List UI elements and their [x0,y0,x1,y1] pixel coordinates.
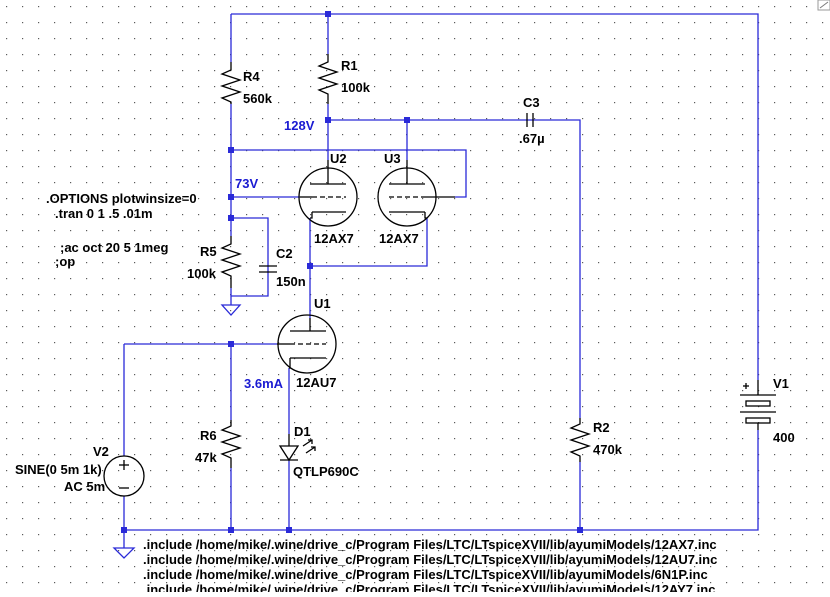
directive-op: ;op [55,254,75,269]
ground-symbol-v2 [112,547,136,559]
directive-options: .OPTIONS plotwinsize=0 [46,191,197,206]
voltage-source-v1[interactable] [740,380,776,430]
label-v2-value-line2: AC 5m [64,479,105,494]
label-r4-ref: R4 [243,69,260,84]
label-v2-value-line1: SINE(0 5m 1k) [15,462,102,477]
wires [123,13,759,548]
label-r1-value: 100k [341,80,371,95]
capacitor-c2[interactable] [259,265,277,273]
op-node-128v: 128V [284,118,315,133]
label-c2-ref: C2 [276,246,293,261]
tube-u2[interactable] [298,160,358,227]
label-r6-ref: R6 [200,428,217,443]
operating-point-labels: 128V 73V 3.6mA [235,118,315,391]
label-v1-ref: V1 [773,376,789,391]
directive-ac: ;ac oct 20 5 1meg [60,240,168,255]
capacitor-c3[interactable] [526,113,534,127]
label-r6-value: 47k [195,450,217,465]
label-v1-value: 400 [773,430,795,445]
label-r5-ref: R5 [200,244,217,259]
label-r4-value: 560k [243,91,273,106]
resistor-r1[interactable] [316,54,340,104]
tube-u1[interactable] [277,314,337,374]
label-u1-value: 12AU7 [296,375,336,390]
directive-tran: .tran 0 1 .5 .01m [55,206,153,221]
label-r2-ref: R2 [593,420,610,435]
op-current-u1: 3.6mA [244,376,284,391]
label-c3-value: .67µ [519,131,545,146]
label-u2-ref: U2 [330,151,347,166]
label-r5-value: 100k [187,266,217,281]
label-u1-ref: U1 [314,296,331,311]
resistor-r6[interactable] [219,420,243,468]
directive-include-12au7: .include /home/mike/.wine/drive_c/Progra… [143,552,717,567]
label-v2-ref: V2 [93,444,109,459]
junction-dots [121,11,583,533]
voltage-source-v2[interactable] [103,455,145,497]
label-r1-ref: R1 [341,58,358,73]
label-r2-value: 470k [593,442,623,457]
label-c2-value: 150n [276,274,306,289]
directive-include-6n1p: .include /home/mike/.wine/drive_c/Progra… [143,567,708,582]
resistor-r4[interactable] [219,62,243,104]
diode-d1[interactable] [278,434,316,462]
label-d1-ref: D1 [294,424,311,439]
resistor-r2[interactable] [568,418,592,462]
ground-symbol-r5 [220,300,242,316]
spice-directives[interactable]: .OPTIONS plotwinsize=0 .tran 0 1 .5 .01m… [46,191,717,597]
label-u3-ref: U3 [384,151,401,166]
directive-include-12ax7: .include /home/mike/.wine/drive_c/Progra… [143,537,717,552]
label-c3-ref: C3 [523,95,540,110]
label-d1-value: QTLP690C [293,464,359,479]
label-u3-value: 12AX7 [379,231,419,246]
label-u2-value: 12AX7 [314,231,354,246]
corner-resize-icon[interactable] [817,0,830,11]
component-labels: R4 560k R1 100k C3 .67µ U2 U3 12AX7 12AX… [15,58,795,494]
op-node-73v: 73V [235,176,258,191]
resistor-r5[interactable] [219,236,243,288]
directive-include-12ay7: .include /home/mike/.wine/drive_c/Progra… [143,582,715,592]
tube-u3[interactable] [377,160,455,227]
